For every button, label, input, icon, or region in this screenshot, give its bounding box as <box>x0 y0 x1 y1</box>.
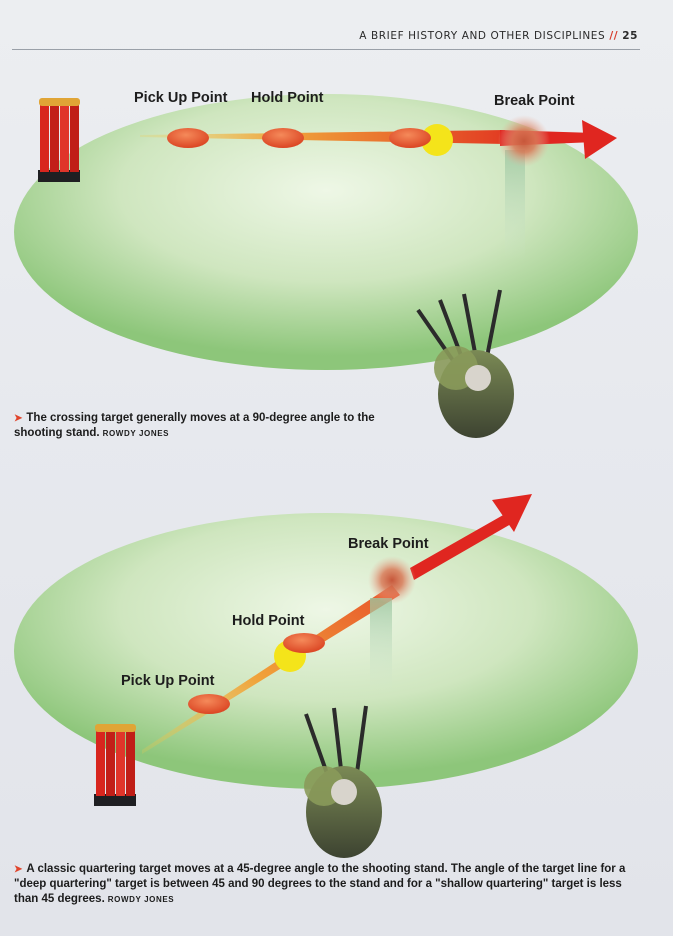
clay-hold-bottom <box>283 633 325 653</box>
label-pick-up-top: Pick Up Point <box>134 90 228 106</box>
trap-house-bottom <box>94 724 136 806</box>
flight-arrow-bottom <box>410 494 532 580</box>
shooter-top <box>416 289 514 438</box>
shooter-bottom <box>304 705 382 858</box>
caption-bullet-icon: ➤ <box>14 864 23 875</box>
shot-trail-bottom <box>370 598 392 693</box>
clay-hold-top <box>262 128 304 148</box>
break-burst-top <box>498 115 550 167</box>
header-rule <box>12 49 640 50</box>
trap-house-top <box>38 98 80 182</box>
running-header-title: A BRIEF HISTORY AND OTHER DISCIPLINES <box>359 30 606 42</box>
clay-moving-top <box>389 128 431 148</box>
crossing-target-diagram: Pick Up Point Hold Point Break Point <box>14 90 638 438</box>
break-burst-bottom <box>368 556 416 604</box>
running-header-separator: // <box>609 30 619 42</box>
running-header: A BRIEF HISTORY AND OTHER DISCIPLINES//2… <box>0 30 638 42</box>
label-hold-top: Hold Point <box>251 90 324 106</box>
shot-trail-top <box>505 150 525 260</box>
caption-bottom-credit: ROWDY JONES <box>107 895 175 904</box>
clay-pick-up-top <box>167 128 209 148</box>
clay-pick-up-bottom <box>188 694 230 714</box>
label-break-bottom: Break Point <box>348 536 429 552</box>
caption-top: ➤The crossing target generally moves at … <box>14 411 394 441</box>
quartering-target-diagram: Pick Up Point Hold Point Break Point <box>14 494 638 858</box>
caption-top-text: The crossing target generally moves at a… <box>14 412 375 439</box>
page-number: 25 <box>622 30 638 42</box>
caption-bottom-text: A classic quartering target moves at a 4… <box>14 863 626 905</box>
label-pick-up-bottom: Pick Up Point <box>121 673 215 689</box>
field-ellipse-top <box>14 94 638 370</box>
field-ellipse-bottom <box>14 513 638 789</box>
hold-marker-top <box>421 124 453 156</box>
caption-top-credit: ROWDY JONES <box>102 429 170 438</box>
label-hold-bottom: Hold Point <box>232 613 305 629</box>
caption-bottom: ➤A classic quartering target moves at a … <box>14 862 642 907</box>
label-break-top: Break Point <box>494 93 575 109</box>
caption-bullet-icon: ➤ <box>14 413 23 424</box>
